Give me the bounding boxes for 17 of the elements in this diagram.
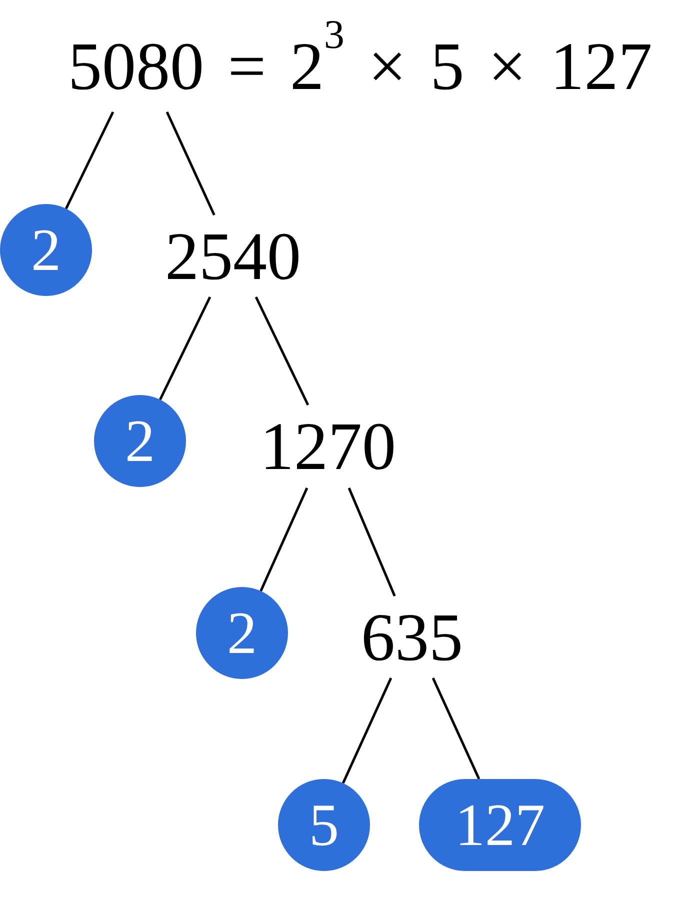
tree-branch-line bbox=[342, 677, 392, 784]
equation-text: 5080 = 2$^{3}$ × 5 × 127 bbox=[68, 20, 693, 112]
tree-branch-line bbox=[348, 488, 396, 596]
prime-factor-badge: 5 bbox=[278, 779, 370, 871]
prime-factor-badge: 127 bbox=[419, 779, 581, 871]
tree-branch-line bbox=[432, 677, 480, 780]
tree-branch-line bbox=[166, 111, 216, 216]
tree-branch-line bbox=[260, 487, 308, 592]
tree-branch-line bbox=[254, 296, 310, 406]
tree-branch-line bbox=[158, 296, 212, 400]
prime-factor-badge: 2 bbox=[196, 587, 288, 679]
factor-number: 1270 bbox=[255, 405, 401, 488]
tree-branch-line bbox=[64, 111, 114, 210]
prime-factor-badge: 2 bbox=[94, 395, 186, 487]
factor-number: 2540 bbox=[160, 215, 306, 297]
prime-factor-badge: 2 bbox=[0, 204, 92, 296]
factor-number: 635 bbox=[357, 596, 467, 678]
